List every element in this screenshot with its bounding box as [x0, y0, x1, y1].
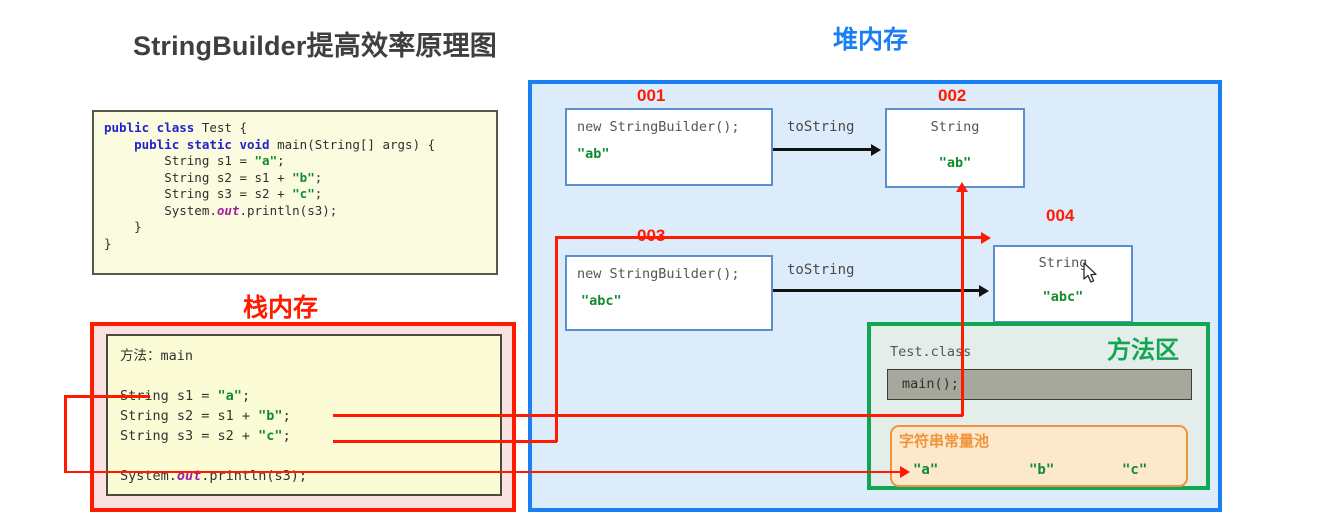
tostring-label-2: toString — [787, 262, 855, 278]
test-class-label: Test.class — [890, 344, 972, 360]
heap-object-id-003: 003 — [637, 226, 665, 246]
main-method-box: main(); — [887, 369, 1192, 400]
heap-object-id-001: 001 — [637, 86, 666, 105]
heap-object-003-line1: new StringBuilder(); — [577, 266, 740, 282]
string-pool-value-a: "a" — [913, 462, 939, 478]
string-pool-value-b: "b" — [1029, 462, 1055, 478]
tostring-arrowhead-1 — [871, 143, 881, 156]
tostring-arrow-line-1 — [773, 148, 871, 151]
ref-line-s3-c — [555, 236, 983, 239]
heap-object-004-value: "abc" — [1042, 289, 1084, 305]
ref-arrowhead-s3 — [981, 231, 991, 244]
source-code-panel: public class Test { public static void m… — [92, 110, 498, 275]
heap-object-002-type: String — [930, 119, 980, 135]
string-constant-pool-title: 字符串常量池 — [899, 433, 990, 450]
string-pool-value-c: "c" — [1122, 462, 1148, 478]
heap-object-004: String "abc" — [993, 245, 1133, 323]
ref-line-s2-a — [333, 414, 963, 417]
stack-frame-label: 方法：main — [120, 348, 194, 364]
heap-object-id-002: 002 — [938, 86, 967, 105]
heap-object-001-line2: "ab" — [577, 146, 610, 162]
string-constant-pool-region — [890, 425, 1188, 487]
tostring-label-1: toString — [787, 119, 855, 135]
heap-object-004-type: String — [1038, 255, 1088, 271]
ref-line-s1-b — [64, 395, 67, 473]
heap-object-002-value: "ab" — [938, 155, 972, 171]
ref-line-s1-a — [64, 395, 150, 398]
heap-title: 堆内存 — [833, 26, 909, 54]
heap-object-003-line2: "abc" — [581, 293, 622, 309]
heap-object-001: new StringBuilder(); "ab" — [565, 108, 773, 186]
heap-object-003: new StringBuilder(); "abc" — [565, 255, 773, 331]
mouse-pointer-icon — [1083, 262, 1097, 283]
ref-line-s2-b — [961, 190, 964, 416]
ref-arrowhead-s2 — [956, 182, 968, 192]
heap-object-001-line1: new StringBuilder(); — [577, 119, 740, 135]
ref-line-s3-a — [333, 440, 557, 443]
stack-title: 栈内存 — [243, 294, 319, 322]
ref-line-s1-c — [64, 470, 902, 473]
ref-line-s3-b — [555, 236, 558, 442]
tostring-arrow-line-2 — [773, 289, 979, 292]
page-title: StringBuilder提高效率原理图 — [133, 31, 498, 61]
heap-object-002: String "ab" — [885, 108, 1025, 188]
method-area-title: 方法区 — [1107, 337, 1179, 364]
tostring-arrowhead-2 — [979, 284, 989, 297]
ref-arrowhead-s1 — [900, 466, 910, 478]
heap-object-id-004: 004 — [1046, 206, 1075, 225]
